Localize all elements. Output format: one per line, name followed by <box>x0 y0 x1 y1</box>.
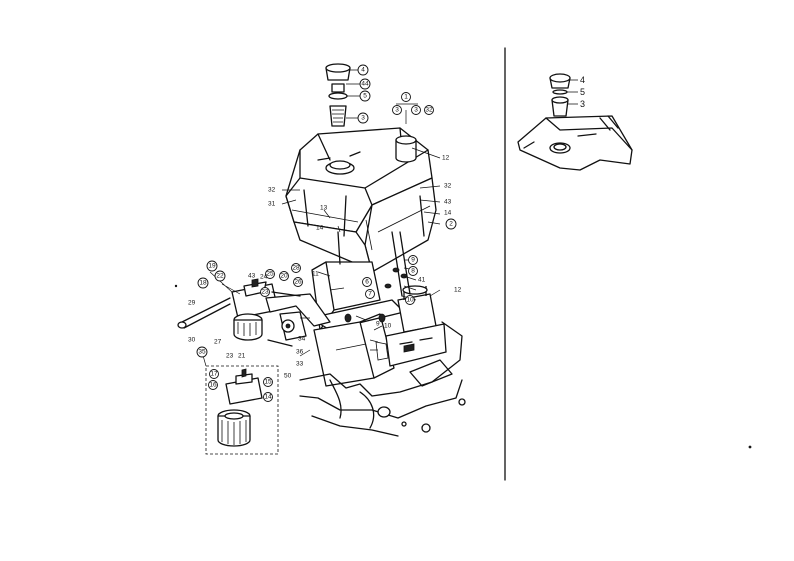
part-label-32: 32 <box>268 187 276 194</box>
callout-16: 16 <box>208 380 218 390</box>
stray-dot <box>174 284 178 288</box>
part-label-9: 9 <box>376 321 380 328</box>
part-label-13: 13 <box>320 205 328 212</box>
fuel-tank <box>285 127 437 273</box>
svg-text:16: 16 <box>209 382 217 389</box>
svg-text:9: 9 <box>411 257 415 264</box>
svg-text:23: 23 <box>261 289 269 296</box>
leader-lines <box>281 103 441 357</box>
part-label-12: 12 <box>442 155 450 162</box>
inset-label-4: 4 <box>580 75 585 85</box>
part-label-29: 29 <box>188 300 196 307</box>
callout-19: 19 <box>206 260 218 272</box>
svg-text:35: 35 <box>198 349 206 356</box>
part-label-14-right: 14 <box>444 210 452 217</box>
svg-text:7: 7 <box>368 291 372 298</box>
svg-text:44: 44 <box>361 81 369 88</box>
svg-text:3: 3 <box>361 115 365 122</box>
support-bracket <box>309 261 405 387</box>
callout-26: 26 <box>293 277 303 287</box>
part-label-12b: 12 <box>454 287 462 294</box>
svg-text:8: 8 <box>411 268 415 275</box>
callout-4: 4 <box>357 64 369 76</box>
callout-circles: 4 44 5 3 1 3 3 32 2 9 8 6 7 10 19 18 22 … <box>196 64 457 402</box>
svg-text:17: 17 <box>210 371 218 378</box>
svg-text:3: 3 <box>414 107 418 114</box>
callout-20: 20 <box>279 271 289 281</box>
callout-25: 25 <box>265 269 275 279</box>
svg-text:19: 19 <box>208 263 216 270</box>
callout-17: 17 <box>209 369 219 379</box>
part-label-23: 23 <box>226 353 234 360</box>
part-label-33: 33 <box>296 361 304 368</box>
inset-part-numbers: 4 5 3 <box>580 75 585 109</box>
svg-text:25: 25 <box>266 271 274 278</box>
callout-14: 14 <box>263 392 273 402</box>
callout-6: 6 <box>362 277 372 287</box>
callout-10: 10 <box>405 295 415 305</box>
callout-7: 7 <box>365 289 375 299</box>
callout-9: 9 <box>408 255 418 265</box>
svg-text:6: 6 <box>365 279 369 286</box>
part-label-27: 27 <box>214 339 222 346</box>
callout-3b: 3 <box>392 105 402 115</box>
callout-35: 35 <box>196 346 208 358</box>
svg-text:15: 15 <box>264 379 272 386</box>
inset-label-5: 5 <box>580 87 585 97</box>
svg-text:26: 26 <box>294 279 302 286</box>
part-label-34: 34 <box>298 336 306 343</box>
callout-2: 2 <box>445 218 457 230</box>
part-label-21: 21 <box>238 353 246 360</box>
filter-detail-box <box>201 351 279 455</box>
part-label-36: 36 <box>296 349 304 356</box>
inset-label-3: 3 <box>580 99 585 109</box>
svg-text:32: 32 <box>425 107 433 114</box>
svg-text:5: 5 <box>363 93 367 100</box>
filler-cap-assembly <box>325 63 360 127</box>
svg-text:28: 28 <box>292 265 300 272</box>
part-label-30: 30 <box>188 337 196 344</box>
svg-text:2: 2 <box>449 221 453 228</box>
part-label-24: 24 <box>260 274 268 281</box>
callout-3: 3 <box>357 112 369 124</box>
svg-text:1: 1 <box>404 94 408 101</box>
callout-23: 23 <box>260 287 270 297</box>
stray-dot <box>748 445 752 449</box>
part-label-50: 50 <box>284 373 292 380</box>
part-label-11: 11 <box>312 271 319 278</box>
engine-block <box>299 321 466 437</box>
svg-text:14: 14 <box>264 394 272 401</box>
callout-44: 44 <box>359 78 371 90</box>
part-label-10: 10 <box>384 323 392 330</box>
part-numbers: 12 32 31 13 14 32 43 14 11 12 41 9 10 43… <box>188 155 462 380</box>
part-label-31: 31 <box>268 201 276 208</box>
callout-1: 1 <box>401 92 411 102</box>
callout-5: 5 <box>359 90 371 102</box>
callout-3c: 3 <box>411 105 421 115</box>
svg-text:10: 10 <box>406 297 414 304</box>
callout-8: 8 <box>408 266 418 276</box>
svg-text:18: 18 <box>199 280 207 287</box>
part-label-32-right: 32 <box>444 183 452 190</box>
svg-text:22: 22 <box>216 273 224 280</box>
callout-22: 22 <box>214 270 226 282</box>
svg-text:20: 20 <box>280 273 288 280</box>
part-label-43-right: 43 <box>444 199 452 206</box>
filler-cap-inset <box>504 47 633 481</box>
fuel-pump <box>385 285 447 367</box>
svg-text:3: 3 <box>395 107 399 114</box>
callout-18: 18 <box>197 277 209 289</box>
part-label-41: 41 <box>418 277 426 284</box>
part-label-14: 14 <box>316 225 324 232</box>
part-label-43: 43 <box>248 273 256 280</box>
callout-28: 28 <box>291 263 301 273</box>
callout-15: 15 <box>263 377 273 387</box>
svg-text:4: 4 <box>361 67 365 74</box>
callout-32: 32 <box>424 105 434 115</box>
